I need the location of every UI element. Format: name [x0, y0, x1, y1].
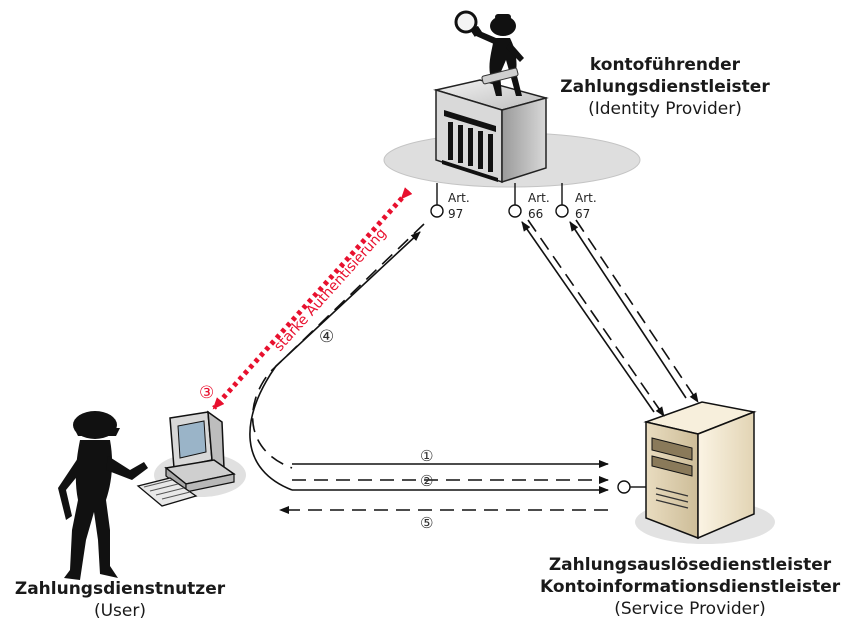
art67-line2: 67 [575, 207, 591, 221]
step-1-number: ① [420, 447, 433, 465]
detective-figure-icon [454, 10, 524, 96]
art97-line2: 97 [448, 207, 464, 221]
art67-label: Art. 67 [575, 190, 597, 222]
user-subtitle: (User) [93, 601, 146, 621]
service-provider-subtitle: (Service Provider) [614, 599, 766, 619]
art66-line1: Art. [528, 191, 550, 205]
interface-connectors [430, 183, 569, 218]
identity-provider-illustration [383, 10, 641, 218]
identity-provider-title-2: Zahlungsdienstleister [560, 77, 770, 97]
step-4-number: ④ [319, 327, 334, 347]
step-2-number: ② [420, 472, 433, 490]
art66-label: Art. 66 [528, 190, 550, 222]
art67-solid-arrow [569, 221, 687, 399]
art97-label: Art. 97 [448, 190, 470, 222]
art66-dashed-arrow [527, 219, 665, 417]
art66-solid-arrow [521, 221, 655, 413]
server-tower-icon [643, 401, 757, 540]
user-label: Zahlungsdienstnutzer (User) [0, 578, 240, 622]
service-provider-title-2: Kontoinformationsdienstleister [540, 577, 841, 597]
user-illustration [58, 410, 246, 580]
art97-line1: Art. [448, 191, 470, 205]
identity-provider-title-1: kontoführender [589, 55, 741, 75]
service-provider-label: Zahlungsauslösedienstleister Kontoinform… [540, 554, 840, 620]
identity-provider-subtitle: (Identity Provider) [588, 99, 742, 119]
service-interface-connector [617, 480, 631, 494]
art67-line1: Art. [575, 191, 597, 205]
art67-dashed-arrow [575, 219, 699, 403]
flow-arrows [249, 219, 699, 514]
flow-4-dashed [251, 223, 425, 469]
bank-building-icon [433, 79, 549, 184]
computer-icon [136, 410, 246, 507]
art66-line2: 66 [528, 207, 544, 221]
step-3-number: ③ [199, 383, 214, 403]
user-figure-icon [58, 411, 148, 580]
service-provider-illustration [617, 401, 775, 544]
user-title: Zahlungsdienstnutzer [14, 579, 226, 599]
service-provider-title-1: Zahlungsauslösedienstleister [548, 555, 832, 575]
step-5-number: ⑤ [420, 514, 433, 532]
strong-authentication-arrow [212, 187, 413, 410]
identity-provider-label: kontoführender Zahlungsdienstleister (Id… [540, 54, 790, 120]
